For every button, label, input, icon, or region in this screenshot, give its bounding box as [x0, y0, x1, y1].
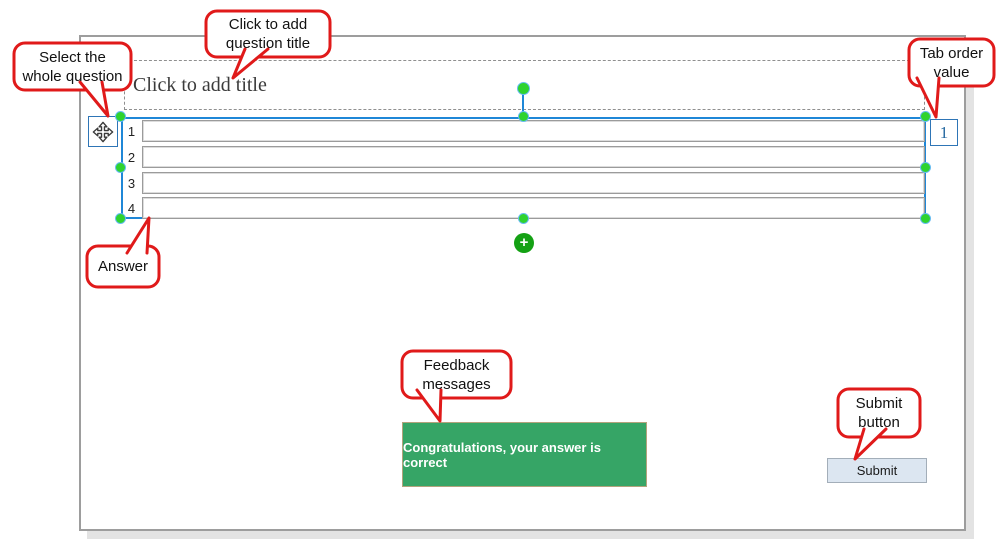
- callout-tail: [415, 388, 443, 423]
- answer-input[interactable]: [142, 146, 925, 168]
- tab-order-value: 1: [939, 122, 949, 142]
- selection-handle-top-left[interactable]: [115, 111, 126, 122]
- callout-text: Tab order value: [919, 44, 984, 81]
- answer-input[interactable]: [142, 172, 925, 194]
- callout-tail: [231, 47, 270, 80]
- answer-input[interactable]: [142, 197, 925, 219]
- selection-handle-bottom-right[interactable]: [920, 213, 931, 224]
- submit-button-label: Submit: [856, 463, 898, 478]
- callout-bubble: [12, 41, 133, 118]
- tab-order-box[interactable]: 1: [930, 119, 958, 146]
- callout-feedback-messages: Feedback messages: [396, 347, 518, 427]
- selection-handle-mid-left[interactable]: [115, 162, 126, 173]
- callout-bubble: [204, 9, 332, 80]
- callout-tail: [125, 216, 151, 255]
- submit-button[interactable]: Submit: [827, 458, 927, 483]
- selection-handle-top-right[interactable]: [920, 111, 931, 122]
- answer-number: 4: [127, 200, 136, 216]
- plus-icon: +: [519, 234, 529, 251]
- answer-input[interactable]: [142, 120, 925, 142]
- callout-tab-order-value: Tab order value: [903, 35, 1003, 123]
- answer-number: 1: [127, 123, 136, 139]
- selection-handle-bottom-left[interactable]: [115, 213, 126, 224]
- callout-bubble: [400, 349, 513, 423]
- callout-tail: [853, 427, 888, 461]
- selection-handle-top-center[interactable]: [518, 111, 529, 122]
- callout-text: Answer: [97, 258, 149, 275]
- callout-bubble: [85, 216, 161, 289]
- answer-number: 2: [127, 149, 136, 165]
- callout-tail: [915, 76, 941, 119]
- feedback-message-box[interactable]: Congratulations, your answer is correct: [402, 422, 647, 487]
- selection-handle-bottom-center[interactable]: [518, 213, 529, 224]
- feedback-message-text: Congratulations, your answer is correct: [403, 439, 601, 470]
- rotation-handle-stem: [522, 92, 524, 117]
- callout-click-to-add-question-title: Click to add question title: [200, 7, 338, 85]
- callout-text: Feedback messages: [422, 356, 491, 393]
- callout-bubble: [907, 37, 996, 119]
- move-icon: [92, 121, 114, 142]
- callout-answer: Answer: [81, 212, 173, 292]
- callout-text: Select the whole question: [22, 48, 123, 85]
- answer-number: 3: [127, 175, 136, 191]
- callout-bubble: [836, 387, 922, 461]
- callout-text: Click to add question title: [225, 16, 311, 52]
- callout-tail: [78, 80, 110, 118]
- selection-handle-mid-right[interactable]: [920, 162, 931, 173]
- move-question-handle[interactable]: [88, 116, 118, 147]
- callout-submit-button: Submit button: [832, 385, 928, 465]
- rotation-handle[interactable]: [517, 82, 530, 95]
- add-answer-button[interactable]: +: [514, 233, 534, 253]
- callout-select-whole-question: Select the whole question: [8, 39, 150, 123]
- callout-text: Submit button: [855, 395, 903, 431]
